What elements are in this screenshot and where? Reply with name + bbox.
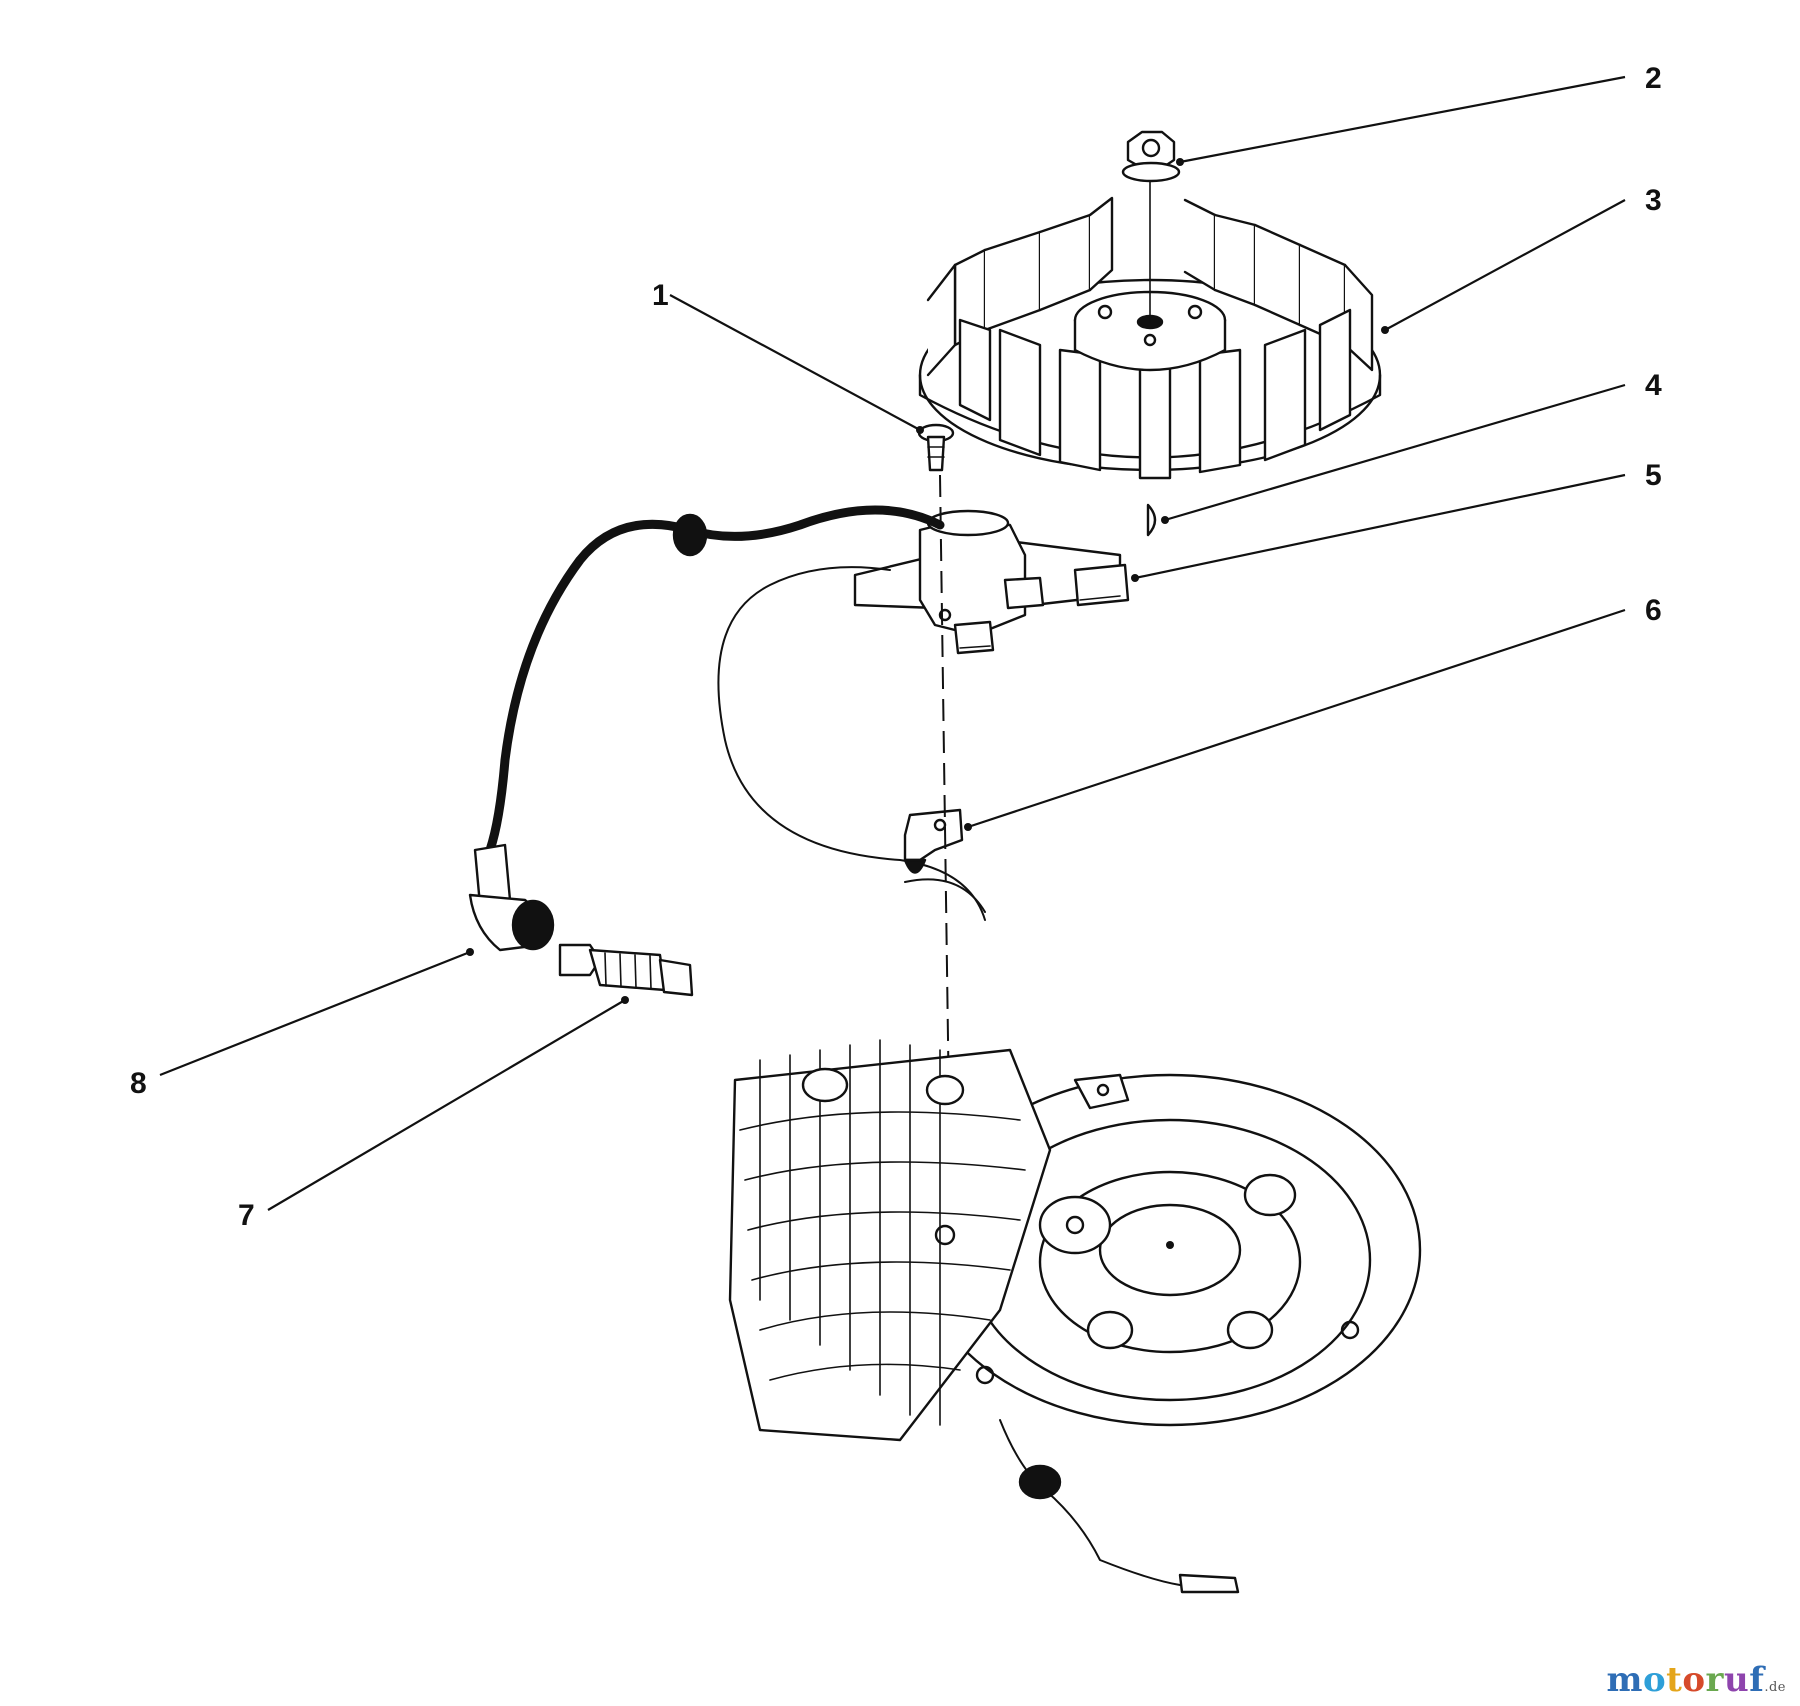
callout-4: 4 [1645, 369, 1662, 402]
callout-2: 2 [1645, 62, 1662, 95]
callout-5: 5 [1645, 459, 1662, 492]
engine-housing [728, 1039, 1422, 1594]
leader-1 [669, 294, 921, 431]
leader-7 [267, 999, 626, 1211]
leader-lines [159, 75, 1626, 1211]
leader-8 [159, 950, 471, 1077]
ignition-wires [485, 505, 986, 921]
watermark-letter: m [1606, 1660, 1643, 1700]
watermark-logo: motoruf.de [1606, 1660, 1786, 1700]
callout-8: 8 [130, 1067, 147, 1100]
leader-5 [1134, 473, 1626, 580]
callout-7: 7 [238, 1199, 255, 1232]
watermark-letter: r [1705, 1660, 1724, 1700]
flywheel-key [1146, 503, 1157, 537]
watermark-letter: u [1723, 1660, 1750, 1700]
leader-2 [1179, 75, 1626, 164]
watermark-text: motoruf [1606, 1660, 1764, 1700]
watermark-letter: f [1749, 1660, 1765, 1700]
leader-3 [1384, 199, 1626, 331]
flywheel [918, 179, 1382, 480]
ground-bracket [903, 808, 964, 874]
spark-plug-boot [468, 843, 555, 952]
spark-plug [558, 943, 694, 997]
leader-6 [967, 608, 1626, 829]
callout-1: 1 [652, 279, 669, 312]
watermark-letter: t [1666, 1660, 1683, 1700]
leader-4 [1164, 383, 1626, 522]
flywheel-nut [1121, 130, 1181, 183]
callout-3: 3 [1645, 184, 1662, 217]
ignition-module [853, 509, 1130, 655]
watermark-letter: o [1642, 1660, 1667, 1700]
callout-6: 6 [1645, 594, 1662, 627]
screw [917, 423, 955, 472]
watermark-suffix: .de [1764, 1680, 1786, 1695]
watermark-letter: o [1682, 1660, 1706, 1700]
